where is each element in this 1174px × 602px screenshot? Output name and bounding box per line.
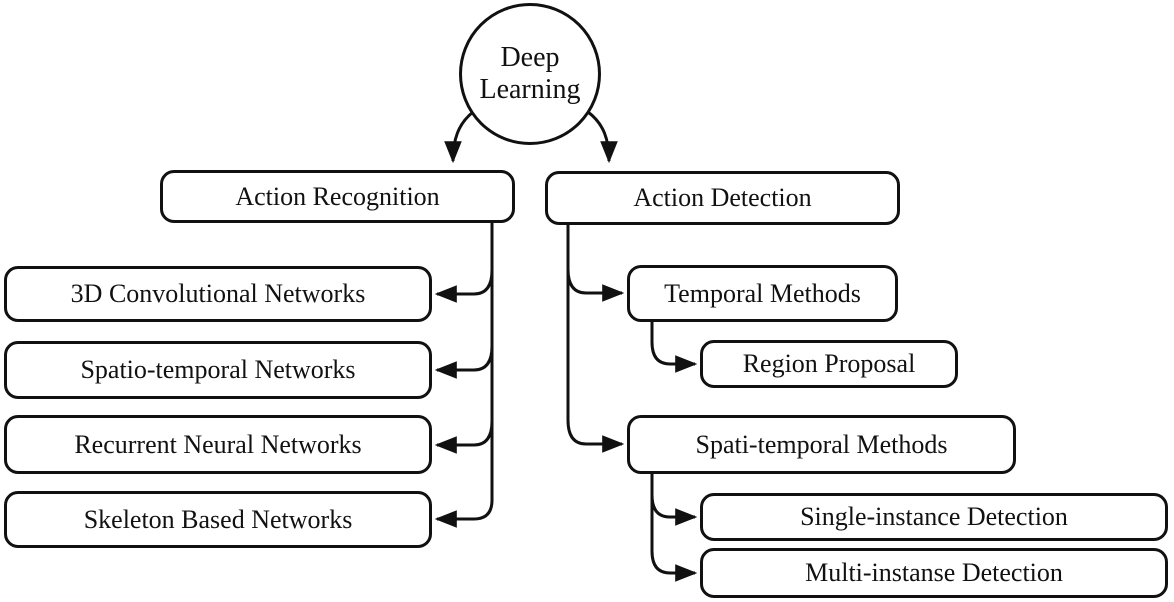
- edge-to-skeleton-based-networks: [434, 499, 494, 528]
- node-deep-learning-label: Deep Learning: [479, 41, 581, 105]
- node-region-proposal-label: Region Proposal: [742, 349, 916, 379]
- node-multi-instanse-detection: Multi-instanse Detection: [700, 548, 1168, 598]
- edge-to-spatio-temporal-networks: [434, 345, 494, 379]
- node-action-recognition-label: Action Recognition: [235, 181, 440, 211]
- node-spati-temporal-methods: Spati-temporal Methods: [627, 415, 1016, 474]
- node-temporal-methods: Temporal Methods: [627, 265, 898, 322]
- edge-to-3d-convolutional-networks: [434, 269, 494, 303]
- edge-to-temporal-methods: [566, 268, 625, 302]
- node-skeleton-based-networks: Skeleton Based Networks: [4, 491, 432, 548]
- node-action-detection: Action Detection: [545, 171, 900, 225]
- node-deep-learning: Deep Learning: [459, 3, 601, 145]
- node-single-instance-detection-label: Single-instance Detection: [800, 502, 1068, 532]
- node-temporal-methods-label: Temporal Methods: [664, 278, 861, 308]
- node-multi-instanse-detection-label: Multi-instanse Detection: [805, 558, 1063, 588]
- edge-root-to-action-detection: [587, 110, 618, 164]
- edge-to-spati-temporal-methods: [566, 419, 625, 453]
- node-single-instance-detection: Single-instance Detection: [700, 493, 1168, 541]
- edge-to-single-instance-detection: [650, 494, 698, 526]
- node-3d-convolutional-networks: 3D Convolutional Networks: [4, 266, 432, 322]
- node-region-proposal: Region Proposal: [700, 340, 958, 388]
- node-action-detection-label: Action Detection: [633, 183, 812, 213]
- node-spati-temporal-methods-label: Spati-temporal Methods: [695, 429, 948, 459]
- edge-to-multi-instanse-detection: [650, 550, 698, 582]
- node-action-recognition: Action Recognition: [160, 170, 515, 223]
- edge-to-recurrent-neural-networks: [434, 420, 494, 454]
- node-recurrent-neural-networks: Recurrent Neural Networks: [4, 415, 432, 474]
- node-spatio-temporal-networks-label: Spatio-temporal Networks: [80, 355, 356, 385]
- node-spatio-temporal-networks: Spatio-temporal Networks: [4, 341, 432, 399]
- node-recurrent-neural-networks-label: Recurrent Neural Networks: [74, 429, 362, 459]
- edge-root-to-action-recognition: [444, 110, 474, 164]
- node-3d-convolutional-networks-label: 3D Convolutional Networks: [70, 279, 366, 309]
- edge-to-region-proposal: [650, 322, 698, 373]
- node-skeleton-based-networks-label: Skeleton Based Networks: [83, 504, 353, 534]
